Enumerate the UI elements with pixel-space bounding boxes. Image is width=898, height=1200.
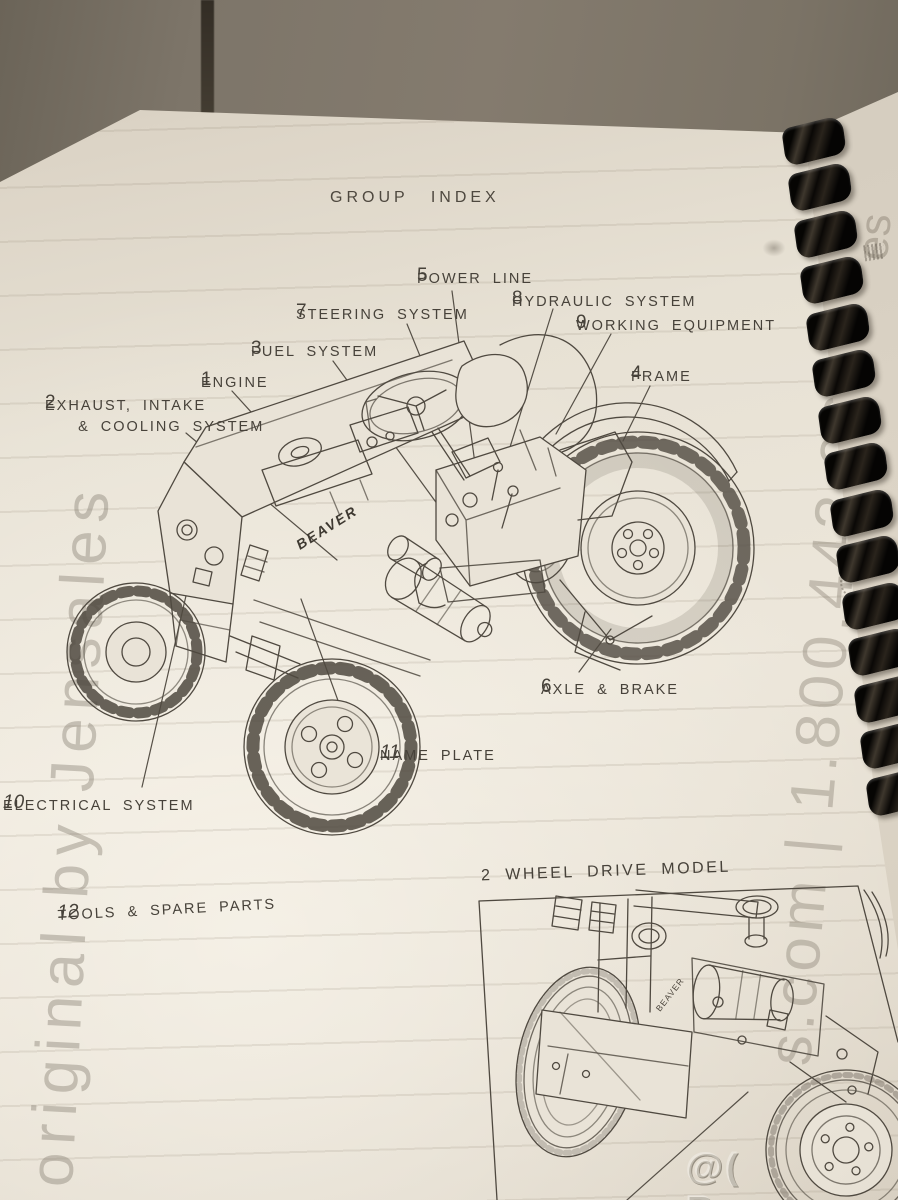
hood-brand-text: BEAVER	[293, 502, 360, 552]
muffler	[384, 557, 493, 643]
inset-brand-text: BEAVER	[654, 976, 686, 1014]
bazos-watermark: @( Bazos.cz	[686, 1146, 864, 1200]
steering-wheel	[361, 370, 501, 481]
small-canister	[387, 535, 442, 581]
seat	[455, 334, 598, 477]
paper-smudge	[758, 236, 790, 260]
wall-moulding	[201, 0, 214, 124]
inset-drawing	[515, 889, 898, 1200]
engine-cutaway	[261, 398, 419, 517]
front-wheel-far	[66, 582, 206, 722]
inset-box	[478, 885, 898, 1200]
front-wheel-near	[243, 658, 421, 836]
footstep-and-hitch	[253, 559, 653, 677]
page-title: GROUP INDEX	[330, 189, 500, 206]
ink-smudge	[862, 242, 886, 262]
